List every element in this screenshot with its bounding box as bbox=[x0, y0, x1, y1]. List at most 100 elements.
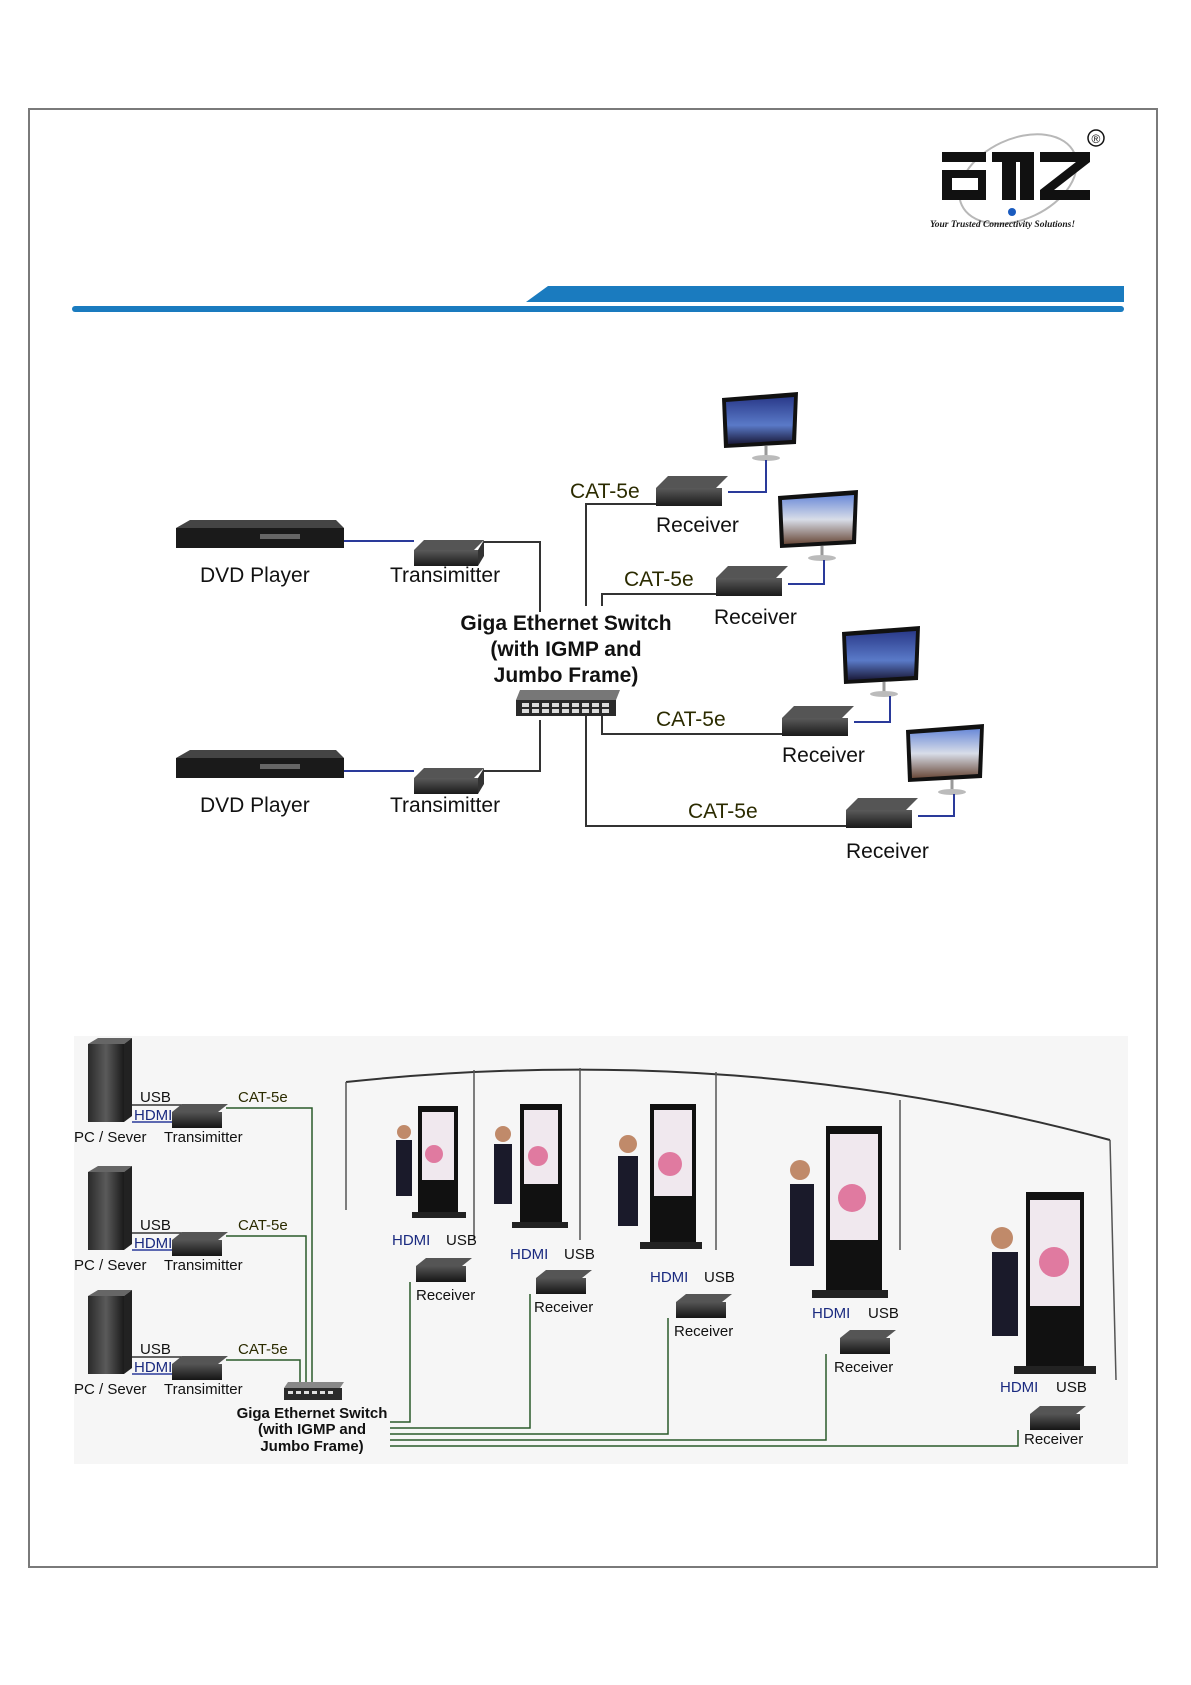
receiver-icon bbox=[676, 1294, 732, 1318]
wall-outline bbox=[345, 1068, 1111, 1141]
cable-label: CAT-5e bbox=[238, 1089, 288, 1106]
hdmi-cable bbox=[918, 794, 955, 817]
registered-mark: ® bbox=[1092, 132, 1101, 146]
monitor-icon bbox=[842, 626, 920, 697]
receiver-label: Receiver bbox=[714, 606, 797, 629]
switch-label-line2: (with IGMP and bbox=[490, 638, 641, 661]
usb-label: USB bbox=[140, 1341, 171, 1358]
kiosk-icon bbox=[618, 1104, 702, 1249]
dvd-player-icon bbox=[176, 520, 344, 548]
transmitter-label: Transimitter bbox=[164, 1129, 243, 1146]
network-cable bbox=[601, 593, 716, 606]
hdmi-label: HDMI bbox=[134, 1235, 172, 1252]
usb-label: USB bbox=[140, 1089, 171, 1106]
hdmi-label: HDMI bbox=[1000, 1379, 1038, 1396]
receiver-label: Receiver bbox=[416, 1287, 475, 1304]
receiver-icon bbox=[416, 1258, 472, 1282]
kiosk-icon bbox=[494, 1104, 568, 1228]
receiver-label: Receiver bbox=[534, 1299, 593, 1316]
network-cable bbox=[390, 1282, 1019, 1447]
transmitter-label: Transimitter bbox=[390, 794, 500, 817]
cable-label: CAT-5e bbox=[688, 800, 758, 823]
network-cable bbox=[226, 1107, 313, 1388]
hdmi-label: HDMI bbox=[392, 1232, 430, 1249]
hdmi-label: HDMI bbox=[134, 1359, 172, 1376]
usb-label: USB bbox=[704, 1269, 735, 1286]
cable-label: CAT-5e bbox=[624, 568, 694, 591]
receiver-icon bbox=[536, 1270, 592, 1294]
receiver-icon bbox=[782, 706, 854, 736]
pc-label: PC / Sever bbox=[74, 1129, 147, 1146]
usb-label: USB bbox=[140, 1217, 171, 1234]
switch-label-line2: (with IGMP and bbox=[258, 1421, 366, 1438]
usb-label: USB bbox=[564, 1246, 595, 1263]
pc-label: PC / Sever bbox=[74, 1257, 147, 1274]
hdmi-label: HDMI bbox=[812, 1305, 850, 1322]
pc-tower-icon bbox=[88, 1038, 132, 1122]
receiver-label: Receiver bbox=[846, 840, 929, 863]
receiver-label: Receiver bbox=[1024, 1431, 1083, 1448]
pc-tower-icon bbox=[88, 1290, 132, 1374]
network-cable bbox=[601, 716, 782, 735]
usb-label: USB bbox=[1056, 1379, 1087, 1396]
hdmi-label: HDMI bbox=[510, 1246, 548, 1263]
diagram-background bbox=[74, 1036, 1128, 1464]
cable-label: CAT-5e bbox=[656, 708, 726, 731]
transmitter-icon bbox=[172, 1356, 228, 1380]
transmitter-icon bbox=[414, 540, 484, 566]
hdmi-label: HDMI bbox=[650, 1269, 688, 1286]
dvd-player-label: DVD Player bbox=[200, 564, 310, 587]
dvd-player-label: DVD Player bbox=[200, 794, 310, 817]
network-cable bbox=[585, 503, 656, 606]
switch-label-line1: Giga Ethernet Switch bbox=[237, 1405, 388, 1422]
hdmi-cable bbox=[728, 460, 767, 493]
company-logo: ® bbox=[928, 124, 1108, 234]
pc-tower-icon bbox=[88, 1166, 132, 1250]
cable-label: CAT-5e bbox=[238, 1217, 288, 1234]
receiver-icon bbox=[656, 476, 728, 506]
transmitter-icon bbox=[414, 768, 484, 794]
network-cable bbox=[585, 716, 846, 827]
ethernet-switch-icon bbox=[284, 1382, 344, 1400]
page-frame bbox=[28, 108, 1158, 1568]
receiver-icon bbox=[716, 566, 788, 596]
receiver-icon bbox=[846, 798, 918, 828]
switch-label-line3: Jumbo Frame) bbox=[260, 1438, 363, 1455]
usb-label: USB bbox=[446, 1232, 477, 1249]
ethernet-switch-icon bbox=[516, 690, 620, 716]
cable-label: CAT-5e bbox=[570, 480, 640, 503]
transmitter-icon bbox=[172, 1232, 228, 1256]
kiosk-icon bbox=[991, 1192, 1096, 1374]
switch-label-line3: Jumbo Frame) bbox=[494, 664, 639, 687]
monitor-icon bbox=[778, 490, 858, 561]
header-bar bbox=[526, 286, 1124, 302]
logo-tagline: Your Trusted Connectivity Solutions! bbox=[930, 220, 1076, 230]
switch-label-line1: Giga Ethernet Switch bbox=[460, 612, 671, 635]
receiver-label: Receiver bbox=[656, 514, 739, 537]
receiver-label: Receiver bbox=[834, 1359, 893, 1376]
network-cable bbox=[484, 720, 541, 772]
cable-label: CAT-5e bbox=[238, 1341, 288, 1358]
usb-label: USB bbox=[868, 1305, 899, 1322]
transmitter-label: Transimitter bbox=[390, 564, 500, 587]
monitor-icon bbox=[906, 724, 984, 795]
pc-label: PC / Sever bbox=[74, 1381, 147, 1398]
receiver-label: Receiver bbox=[782, 744, 865, 767]
transmitter-label: Transimitter bbox=[164, 1257, 243, 1274]
kiosk-icon bbox=[396, 1106, 466, 1218]
transmitter-icon bbox=[172, 1104, 228, 1128]
transmitter-label: Transimitter bbox=[164, 1381, 243, 1398]
dvd-player-icon bbox=[176, 750, 344, 778]
logo-mark-icon: ® bbox=[942, 129, 1105, 225]
kiosk-icon bbox=[790, 1126, 888, 1298]
header-rule bbox=[72, 306, 1124, 312]
receiver-icon bbox=[840, 1330, 896, 1354]
network-cable bbox=[484, 541, 541, 612]
monitor-icon bbox=[722, 392, 798, 461]
hdmi-cable bbox=[788, 560, 825, 585]
receiver-icon bbox=[1030, 1406, 1086, 1430]
receiver-label: Receiver bbox=[674, 1323, 733, 1340]
hdmi-label: HDMI bbox=[134, 1107, 172, 1124]
